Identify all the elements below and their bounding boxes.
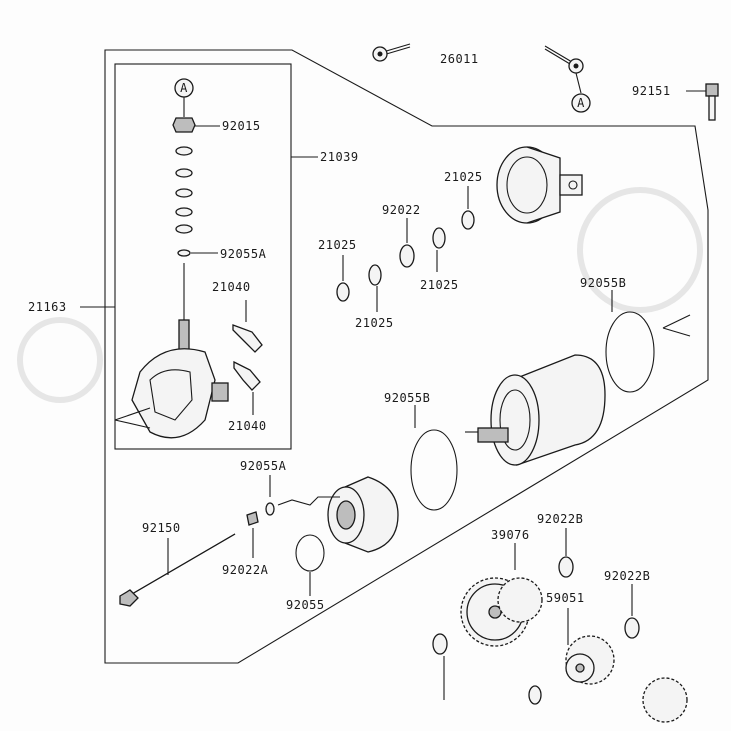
front-bracket bbox=[277, 476, 399, 553]
svg-text:A: A bbox=[180, 81, 188, 95]
callout-92015: 92015 bbox=[222, 119, 261, 133]
callout-21039: 21039 bbox=[320, 150, 359, 164]
brush-plate bbox=[114, 348, 229, 439]
callout-59051: 59051 bbox=[546, 591, 585, 605]
callout-21163: 21163 bbox=[28, 300, 67, 314]
background-ghost bbox=[17, 187, 703, 403]
motor-yoke bbox=[465, 354, 606, 466]
callout-21025-mid: 21025 bbox=[420, 278, 459, 292]
oring-92055B-mid bbox=[410, 405, 458, 511]
callout-92151: 92151 bbox=[632, 84, 671, 98]
callout-92150: 92150 bbox=[142, 521, 181, 535]
gear-39076 bbox=[460, 543, 543, 647]
callout-21025-top: 21025 bbox=[444, 170, 483, 184]
callout-92055: 92055 bbox=[286, 598, 325, 612]
callout-92055A-bottom: 92055A bbox=[240, 459, 287, 473]
oring-92055B-right bbox=[605, 290, 691, 393]
callout-92022: 92022 bbox=[382, 203, 421, 217]
callout-92022B-right: 92022B bbox=[604, 569, 650, 583]
gear-59051 bbox=[565, 608, 688, 723]
ref-mark-a-top: A bbox=[174, 78, 194, 98]
callout-92022A: 92022A bbox=[222, 563, 269, 577]
callout-21040-top: 21040 bbox=[212, 280, 251, 294]
assembly-frame bbox=[104, 49, 709, 664]
cable-26011 bbox=[372, 43, 584, 94]
brush-assembly-box bbox=[114, 63, 292, 450]
svg-text:A: A bbox=[577, 96, 585, 110]
callout-92022B-top: 92022B bbox=[537, 512, 583, 526]
callout-21025-low: 21025 bbox=[355, 316, 394, 330]
callout-21040-bottom: 21040 bbox=[228, 419, 267, 433]
nut-stack bbox=[172, 96, 220, 357]
end-cover-housing bbox=[496, 146, 583, 224]
washer-stack bbox=[336, 186, 475, 312]
small-parts bbox=[246, 475, 325, 596]
callout-92055B-right: 92055B bbox=[580, 276, 626, 290]
through-bolt-92150 bbox=[119, 533, 236, 607]
callout-92055A-top: 92055A bbox=[220, 247, 267, 261]
callout-39076: 39076 bbox=[491, 528, 530, 542]
callout-26011: 26011 bbox=[440, 52, 479, 66]
ref-mark-a-right: A bbox=[571, 93, 591, 113]
bolt-92151 bbox=[686, 83, 719, 121]
brush-springs-21040 bbox=[232, 300, 263, 415]
callout-92055B-mid: 92055B bbox=[384, 391, 430, 405]
washers-92022B bbox=[432, 528, 640, 705]
callout-21025-left: 21025 bbox=[318, 238, 357, 252]
